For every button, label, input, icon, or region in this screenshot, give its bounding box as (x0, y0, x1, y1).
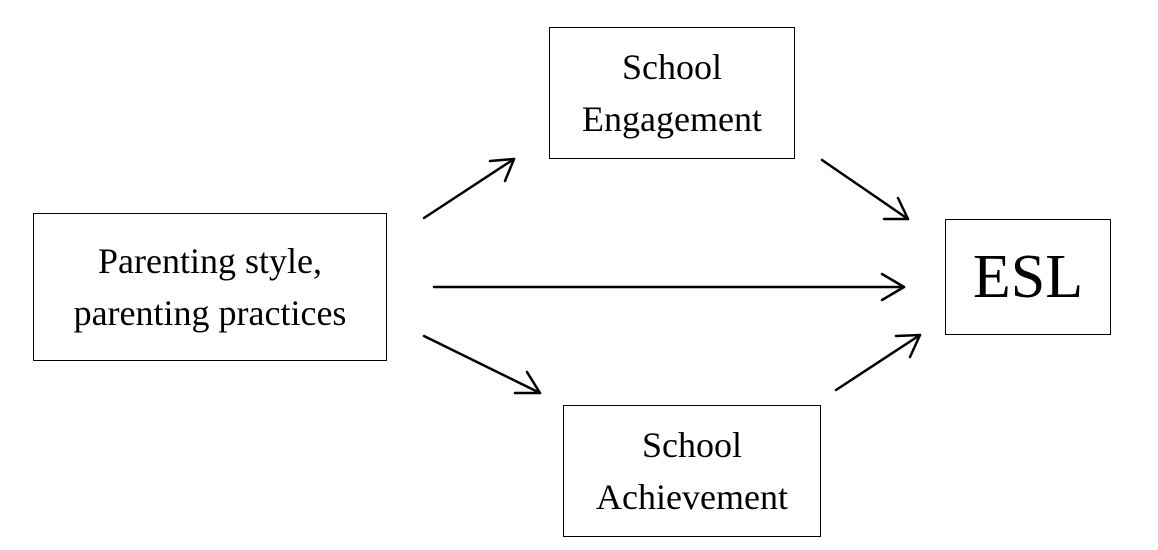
edge-parenting-achievement (422, 334, 542, 395)
edge-achievement-esl (834, 333, 922, 392)
node-achievement-line1: School (641, 425, 742, 465)
node-esl-label: ESL (972, 243, 1084, 311)
node-parenting: Parenting style, parenting practices (33, 213, 387, 361)
node-school-achievement: School Achievement (563, 405, 821, 537)
node-parenting-line2: parenting practices (73, 293, 347, 333)
edge-parenting-esl (432, 272, 906, 302)
node-achievement-line2: Achievement (596, 477, 788, 517)
node-esl: ESL (945, 219, 1111, 335)
node-parenting-line1: Parenting style, (98, 241, 322, 281)
edge-engagement-esl (820, 158, 910, 221)
edge-parenting-engagement (422, 157, 516, 220)
node-engagement-line2: Engagement (582, 99, 762, 139)
node-school-engagement: School Engagement (549, 27, 795, 159)
node-engagement-line1: School (621, 47, 722, 87)
